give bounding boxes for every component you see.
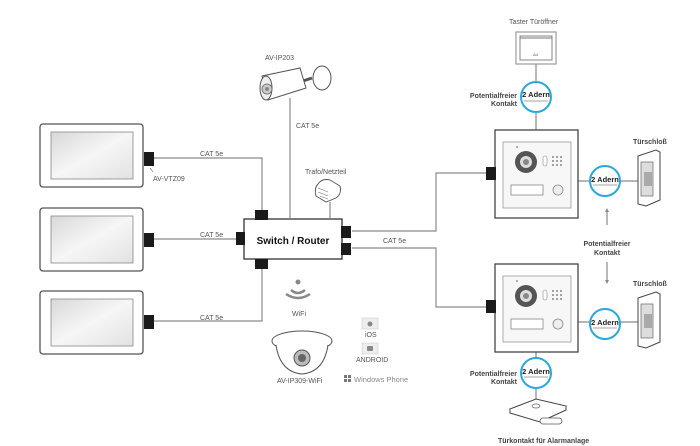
- power-supply-label: Trafo/Netzteil: [305, 169, 347, 176]
- apple-icon: [367, 321, 373, 327]
- wifi-icon: [285, 279, 311, 300]
- monitor-1-port: [144, 152, 154, 166]
- monitor-3-port: [144, 315, 154, 329]
- wifi-label: WiFi: [292, 311, 306, 318]
- door-lock-2-label: Türschloß: [633, 281, 668, 288]
- outdoor-station-2: [486, 263, 579, 353]
- ios-label: iOS: [365, 332, 377, 339]
- cable-label-monitor-3: CAT 5e: [200, 315, 223, 322]
- push-button-label: Taster Türöffner: [509, 19, 559, 26]
- power-supply: Trafo/Netzteil: [305, 169, 347, 203]
- door-lock-2: Türschloß: [633, 281, 668, 349]
- contact-bottom-line1: Potentialfreier: [470, 371, 517, 378]
- android-icon: [367, 346, 373, 351]
- bullet-camera-label: AV-IP203: [265, 55, 294, 62]
- cable-label-outdoor: CAT 5e: [383, 238, 406, 245]
- bubble-lock-2: 2 Adern: [589, 308, 621, 340]
- monitor-model-label: AV-VTZ09: [153, 176, 185, 183]
- bubble-top: 2 Adern: [520, 81, 552, 113]
- arrow-down-icon: [605, 280, 609, 284]
- contact-mid-line2: Kontakt: [594, 250, 621, 257]
- push-button-face-label: Auf: [533, 53, 538, 57]
- door-lock-1-label: Türschloß: [633, 139, 668, 146]
- cable-label-monitor-1: CAT 5e: [200, 151, 223, 158]
- ios-app: iOS: [361, 317, 379, 339]
- contact-top-line2: Kontakt: [491, 101, 518, 108]
- monitor-2: [39, 207, 154, 272]
- wire-outdoor-1: [352, 172, 488, 232]
- switch-router: Switch / Router: [236, 210, 351, 269]
- dome-camera-label: AV-IP309-WiFi: [277, 378, 323, 385]
- svg-text:2 Adern: 2 Adern: [522, 367, 550, 376]
- monitor-3: [39, 290, 154, 355]
- bullet-camera: AV-IP203: [259, 55, 332, 101]
- monitor-1: AV-VTZ09: [39, 123, 185, 188]
- cable-label-monitor-2: CAT 5e: [200, 232, 223, 239]
- arrow-up-icon: [605, 208, 609, 212]
- alarm-contact-label: Türkontakt für Alarmanlage: [498, 438, 589, 445]
- push-button: Taster Türöffner Auf: [509, 19, 559, 65]
- android-label: ANDROID: [356, 357, 388, 364]
- monitor-2-port: [144, 233, 154, 247]
- alarm-contact: Türkontakt für Alarmanlage: [498, 398, 589, 445]
- wire-monitor-1: [153, 157, 263, 212]
- contact-mid-line1: Potentialfreier: [583, 241, 630, 248]
- bubble-bottom: 2 Adern: [520, 357, 552, 389]
- door-lock-1: Türschloß: [633, 139, 668, 207]
- wire-monitor-3: [153, 266, 263, 322]
- dome-camera: [271, 330, 333, 375]
- windows-icon: [344, 375, 347, 378]
- outdoor-station-1: [486, 129, 579, 219]
- cable-label-camera: CAT 5e: [296, 123, 319, 130]
- windows-label: Windows Phone: [354, 375, 408, 384]
- switch-router-label: Switch / Router: [257, 236, 330, 247]
- contact-bottom-line2: Kontakt: [491, 379, 518, 386]
- svg-text:2 Adern: 2 Adern: [591, 318, 619, 327]
- svg-text:2 Adern: 2 Adern: [522, 90, 550, 99]
- contact-top-line1: Potentialfreier: [470, 93, 517, 100]
- android-app: ANDROID: [356, 342, 388, 364]
- windows-app: Windows Phone: [344, 375, 408, 384]
- bubble-lock-1: 2 Adern: [589, 165, 621, 197]
- wire-outdoor-2: [352, 247, 488, 308]
- svg-text:2 Adern: 2 Adern: [591, 175, 619, 184]
